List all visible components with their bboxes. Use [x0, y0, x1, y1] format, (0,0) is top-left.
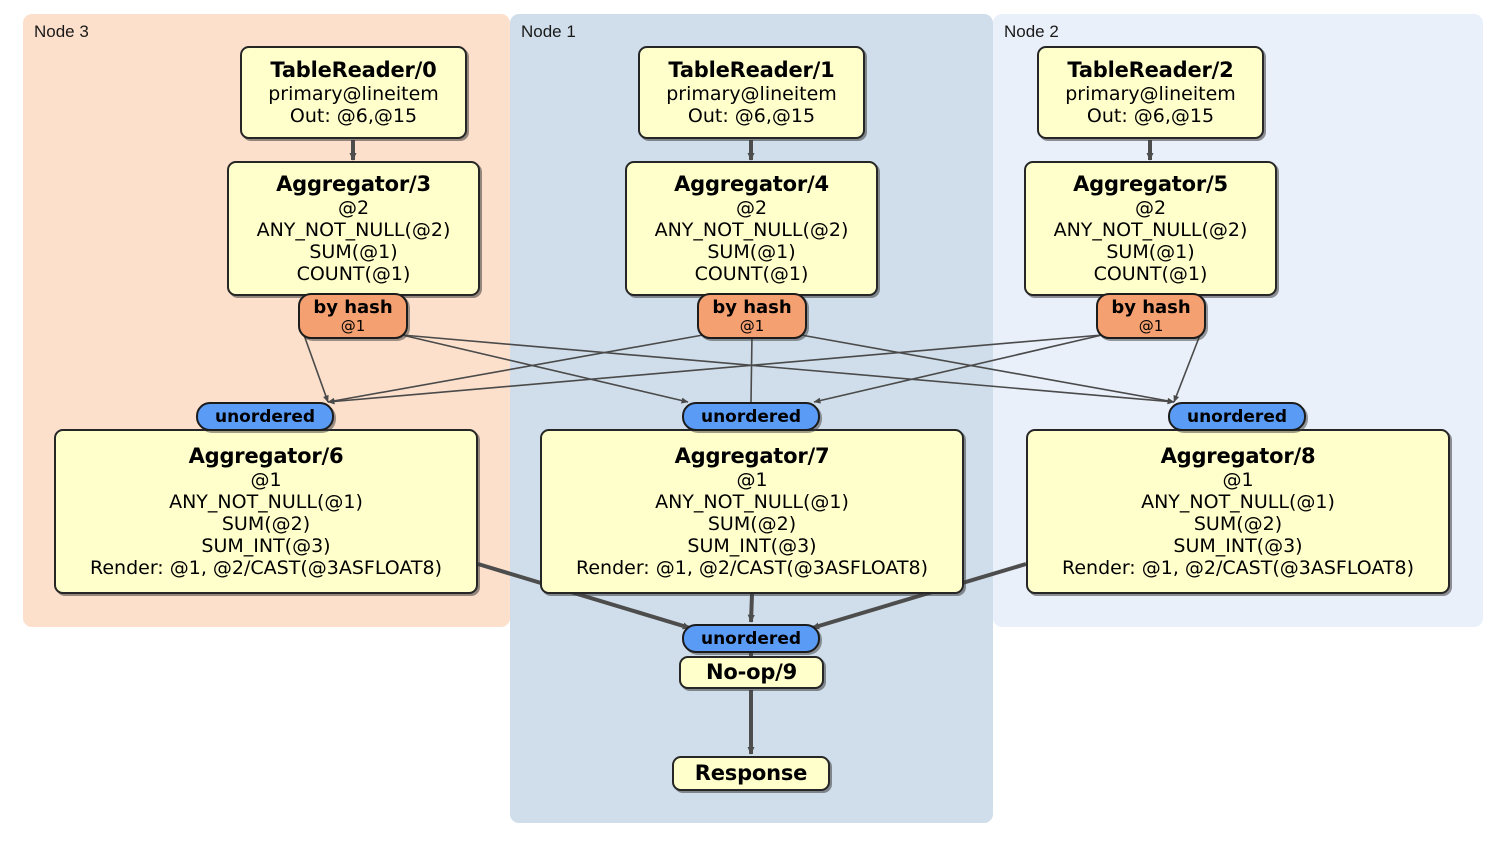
plan-box-response[interactable]: Response: [672, 756, 830, 791]
plan-box-title: Aggregator/5: [1073, 172, 1228, 196]
plan-box-line: COUNT(@1): [296, 263, 411, 285]
plan-box-line: @1: [250, 469, 282, 491]
plan-box-title: Aggregator/8: [1160, 444, 1316, 468]
synchronizer-label: unordered: [700, 406, 802, 427]
plan-box-title: TableReader/0: [270, 58, 437, 82]
plan-box-title: No-op/9: [705, 660, 798, 684]
plan-box-title: TableReader/2: [1067, 58, 1234, 82]
plan-box-line: SUM(@1): [309, 241, 398, 263]
plan-box-line: Render: @1, @2/CAST(@3ASFLOAT8): [576, 557, 928, 579]
hash-router-label: by hash: [712, 296, 792, 318]
plan-box-line: ANY_NOT_NULL(@2): [654, 219, 849, 241]
plan-box-line: primary@lineitem: [268, 83, 439, 105]
plan-box-title: Aggregator/4: [674, 172, 829, 196]
hash-router-label: by hash: [1111, 296, 1191, 318]
synchronizer-label: unordered: [214, 406, 316, 427]
plan-box-line: @2: [1134, 197, 1167, 219]
plan-box-line: COUNT(@1): [1093, 263, 1208, 285]
hash-router-hash5[interactable]: by hash@1: [1096, 293, 1206, 339]
plan-box-title: Response: [694, 761, 808, 785]
hash-router-column: @1: [340, 316, 366, 335]
plan-box-line: SUM(@1): [707, 241, 796, 263]
plan-box-line: SUM_INT(@3): [1173, 535, 1303, 557]
hash-router-hash4[interactable]: by hash@1: [697, 293, 807, 339]
plan-box-line: SUM_INT(@3): [201, 535, 331, 557]
plan-box-line: primary@lineitem: [666, 83, 837, 105]
synchronizer-unordered-right[interactable]: unordered: [1168, 402, 1306, 431]
plan-box-line: SUM(@2): [707, 513, 797, 535]
plan-box-line: Out: @6,@15: [289, 105, 418, 127]
plan-box-title: TableReader/1: [668, 58, 835, 82]
hash-router-column: @1: [1138, 316, 1164, 335]
plan-box-line: Render: @1, @2/CAST(@3ASFLOAT8): [1062, 557, 1414, 579]
plan-box-noop9[interactable]: No-op/9: [679, 656, 824, 689]
hash-router-label: by hash: [313, 296, 393, 318]
plan-box-line: COUNT(@1): [694, 263, 809, 285]
plan-box-line: @1: [1222, 469, 1254, 491]
node-panel-label-node2: Node 2: [1004, 22, 1059, 41]
node-panel-label-node1: Node 1: [521, 22, 576, 41]
plan-box-line: ANY_NOT_NULL(@2): [1053, 219, 1248, 241]
hash-router-hash3[interactable]: by hash@1: [298, 293, 408, 339]
plan-box-line: @2: [735, 197, 768, 219]
plan-box-line: SUM(@2): [221, 513, 311, 535]
synchronizer-unordered-left[interactable]: unordered: [196, 402, 334, 431]
node-panel-label-node3: Node 3: [34, 22, 89, 41]
plan-box-line: primary@lineitem: [1065, 83, 1236, 105]
plan-box-line: SUM(@1): [1106, 241, 1195, 263]
plan-box-line: ANY_NOT_NULL(@1): [169, 491, 363, 513]
plan-box-line: @2: [337, 197, 370, 219]
plan-box-line: Out: @6,@15: [687, 105, 816, 127]
plan-box-line: Out: @6,@15: [1086, 105, 1215, 127]
plan-box-line: SUM_INT(@3): [687, 535, 817, 557]
synchronizer-label: unordered: [700, 628, 802, 649]
hash-router-column: @1: [739, 316, 765, 335]
plan-box-line: SUM(@2): [1193, 513, 1283, 535]
synchronizer-label: unordered: [1186, 406, 1288, 427]
plan-box-line: ANY_NOT_NULL(@1): [1141, 491, 1335, 513]
plan-box-line: ANY_NOT_NULL(@1): [655, 491, 849, 513]
synchronizer-unordered-mid[interactable]: unordered: [682, 402, 820, 431]
plan-box-title: Aggregator/7: [674, 444, 830, 468]
plan-box-line: @1: [736, 469, 768, 491]
plan-box-line: ANY_NOT_NULL(@2): [256, 219, 451, 241]
synchronizer-unordered-final[interactable]: unordered: [682, 624, 820, 653]
plan-box-title: Aggregator/6: [188, 444, 344, 468]
plan-box-title: Aggregator/3: [276, 172, 431, 196]
plan-box-line: Render: @1, @2/CAST(@3ASFLOAT8): [90, 557, 442, 579]
